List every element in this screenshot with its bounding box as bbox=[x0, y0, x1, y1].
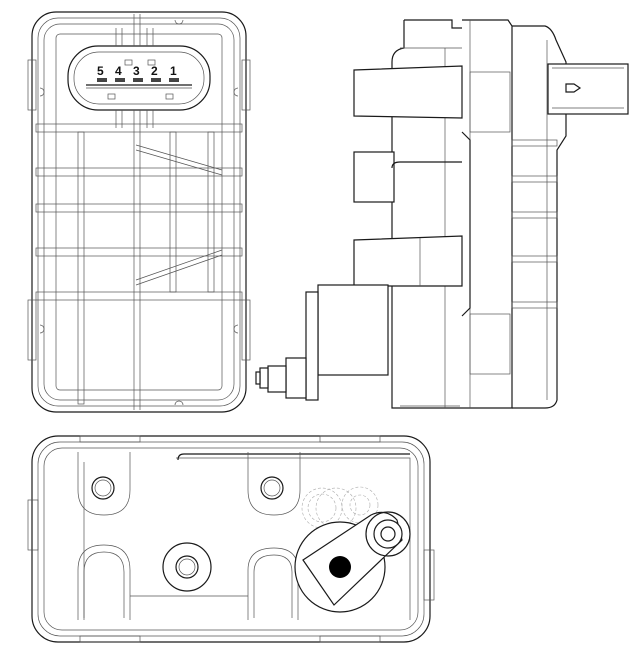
pin-label-3: 3 bbox=[133, 64, 140, 78]
bottom-view bbox=[27, 435, 435, 643]
upper-arm bbox=[353, 65, 463, 119]
pin-label-1: 1 bbox=[170, 64, 177, 78]
side-ribs bbox=[511, 139, 558, 309]
pin-markers bbox=[97, 78, 179, 82]
arrow-marker bbox=[565, 83, 582, 93]
middle-arm bbox=[353, 151, 395, 203]
pin-label-5: 5 bbox=[97, 64, 104, 78]
side-view bbox=[255, 19, 629, 409]
pin-label-2: 2 bbox=[151, 64, 158, 78]
mounting-holes bbox=[77, 452, 301, 592]
lever-pivot bbox=[329, 556, 351, 578]
connector-housing bbox=[67, 45, 211, 111]
motor-shaft bbox=[285, 357, 307, 399]
wire-channels bbox=[115, 14, 154, 410]
motor-body bbox=[317, 284, 389, 376]
connector-plug bbox=[547, 63, 629, 115]
top-view: 5 4 3 2 1 bbox=[27, 11, 251, 413]
housing-ribs bbox=[35, 123, 243, 405]
lower-arm bbox=[353, 235, 463, 287]
pin-label-4: 4 bbox=[115, 64, 122, 78]
side-tabs bbox=[27, 19, 251, 406]
